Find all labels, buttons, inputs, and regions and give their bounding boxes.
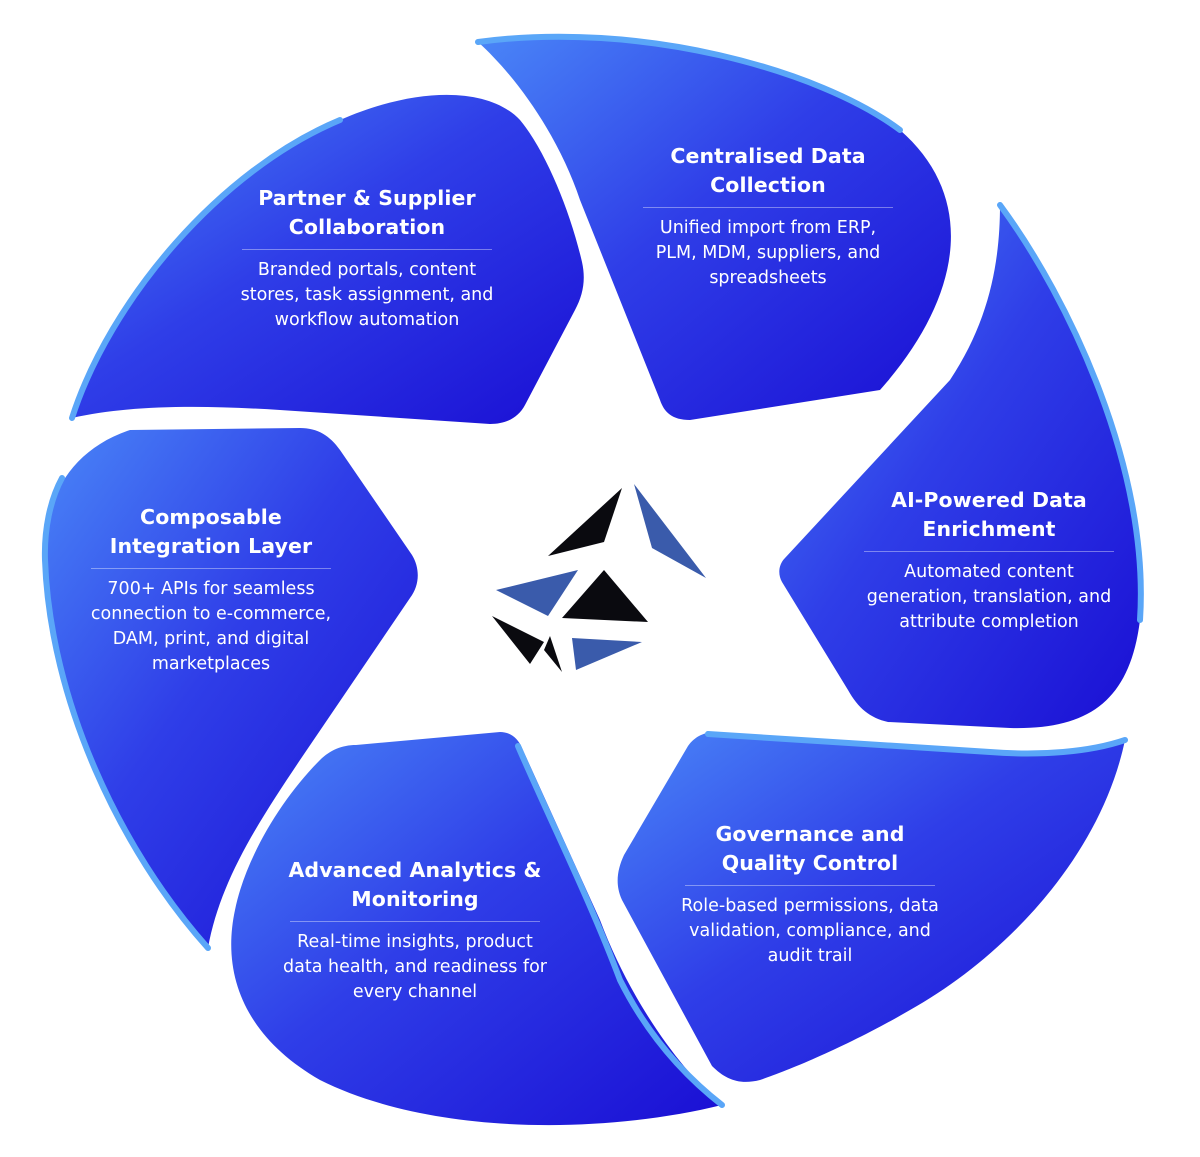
segment-description: 700+ APIs for seamless connection to e-c… <box>90 579 332 674</box>
segment-title: AI-Powered Data Enrichment <box>891 488 1087 541</box>
segment-description: Role-based permissions, data validation,… <box>681 896 939 966</box>
segment-title: Centralised Data Collection <box>670 144 866 197</box>
segment-title: Governance and Quality Control <box>715 822 905 875</box>
segment-ai-enrichment: AI-Powered Data Enrichment Automated con… <box>858 486 1120 635</box>
divider <box>290 921 540 922</box>
segment-centralised: Centralised Data Collection Unified impo… <box>643 142 893 291</box>
petal-integration <box>41 428 418 951</box>
petal-ai-enrichment <box>779 202 1144 729</box>
petal-centralised <box>475 33 951 420</box>
segment-integration: Composable Integration Layer 700+ APIs f… <box>80 503 342 677</box>
divider <box>864 551 1114 552</box>
petal-governance <box>617 731 1128 1082</box>
segment-governance: Governance and Quality Control Role-base… <box>680 820 940 969</box>
divider <box>91 568 331 569</box>
divider <box>685 885 935 886</box>
petal-partner <box>69 94 584 424</box>
crystal-shard-logo-icon <box>492 484 706 672</box>
segment-analytics: Advanced Analytics & Monitoring Real-tim… <box>280 856 550 1005</box>
divider <box>242 249 492 250</box>
segment-description: Real-time insights, product data health,… <box>283 932 547 1002</box>
segment-title: Composable Integration Layer <box>109 505 313 558</box>
segment-partner: Partner & Supplier Collaboration Branded… <box>238 184 496 333</box>
divider <box>643 207 893 208</box>
petal-analytics <box>231 732 725 1126</box>
segment-description: Branded portals, content stores, task as… <box>240 260 494 330</box>
segment-title: Advanced Analytics & Monitoring <box>288 858 542 911</box>
segment-title: Partner & Supplier Collaboration <box>258 186 476 239</box>
segment-description: Unified import from ERP, PLM, MDM, suppl… <box>655 218 881 288</box>
segment-description: Automated content generation, translatio… <box>866 562 1112 632</box>
